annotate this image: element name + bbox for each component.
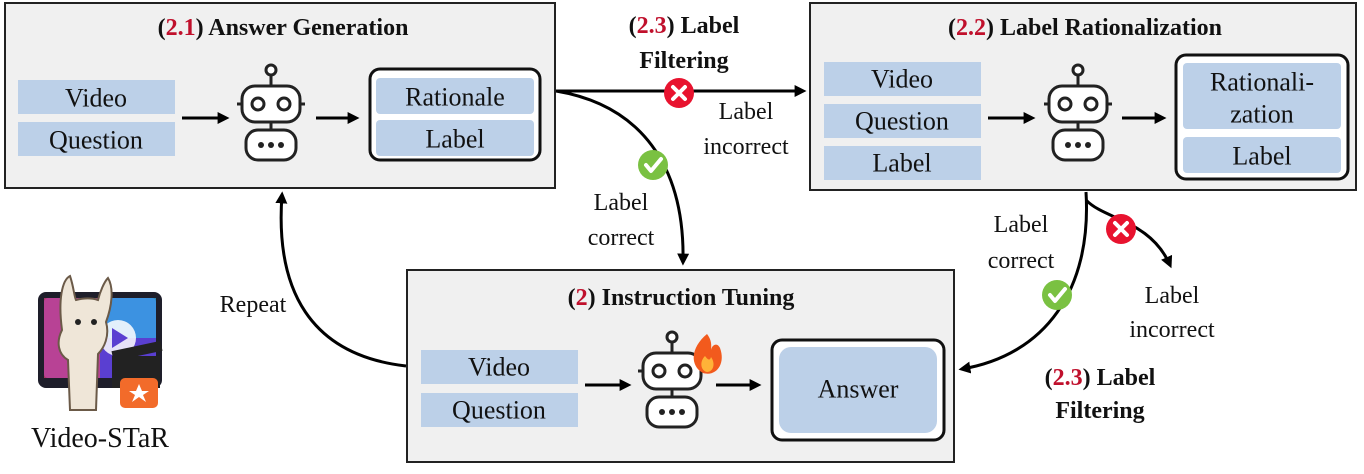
- input-chip-video-label: Video: [468, 353, 530, 382]
- label-incorrect-line2: incorrect: [703, 134, 789, 160]
- output-chip-rationalization: [1183, 63, 1341, 129]
- instruction-tuning-title: (2) Instruction Tuning: [568, 285, 795, 311]
- label-correct-line2: correct: [988, 248, 1055, 274]
- label-rationalization-panel: (2.2) Label Rationalization Video Questi…: [809, 2, 1357, 191]
- instruction-tuning-panel: (2) Instruction Tuning Video Question An…: [406, 269, 955, 463]
- label-filtering-top-title-line1: (2.3) Label: [629, 13, 740, 39]
- input-chip-video-label: Video: [871, 65, 933, 94]
- input-chip-label: [824, 146, 981, 180]
- output-chip-label: [376, 120, 534, 156]
- arrow-correct-to-tuning: [555, 89, 690, 266]
- label-incorrect-line1: Label: [719, 99, 774, 125]
- arrow-correct-to-tuning: [958, 191, 1089, 374]
- label-filtering-top: (2.3) Label Filtering Label incorrect La…: [555, 13, 807, 266]
- input-chip-video: [421, 350, 578, 384]
- input-chip-video-label: Video: [65, 84, 127, 113]
- output-chip-rationale: [376, 78, 534, 114]
- input-chip-question: [421, 393, 578, 427]
- label-incorrect-line1: Label: [1145, 283, 1200, 309]
- label-filtering-right-title-line1: (2.3) Label: [1045, 365, 1156, 391]
- output-chip-label-label: Label: [425, 125, 484, 154]
- answer-generation-panel: (2.1) Answer Generation Video Question R…: [4, 2, 556, 189]
- logo-caption: Video-STaR: [31, 423, 169, 454]
- flame-icon: [693, 334, 722, 374]
- label-incorrect-line2: incorrect: [1129, 317, 1215, 343]
- input-chip-question-label: Question: [855, 107, 949, 136]
- input-chip-question: [824, 104, 981, 138]
- output-chip-answer-label: Answer: [818, 375, 899, 404]
- output-chip-label: [1183, 137, 1341, 173]
- output-chip-rationalization-line2: zation: [1230, 100, 1294, 129]
- output-chip-rationalization-line1: Rationali-: [1210, 68, 1314, 97]
- repeat-label: Repeat: [220, 292, 287, 318]
- video-star-logo: Video-STaR: [31, 274, 169, 454]
- cross-icon: [1104, 212, 1138, 246]
- cross-icon: [662, 76, 696, 110]
- label-correct-line1: Label: [594, 190, 649, 216]
- label-filtering-right-title-line2: Filtering: [1055, 398, 1144, 424]
- input-chip-video: [18, 80, 175, 114]
- label-correct-line1: Label: [994, 212, 1049, 238]
- label-rationalization-title: (2.2) Label Rationalization: [948, 15, 1222, 41]
- label-correct-line2: correct: [588, 225, 655, 251]
- input-chip-label-label: Label: [872, 149, 931, 178]
- input-chip-video: [824, 62, 981, 96]
- label-filtering-right: Label correct Label incorrect (2.3) Labe…: [958, 191, 1215, 424]
- input-chip-question-label: Question: [49, 126, 143, 155]
- input-chip-question: [18, 122, 175, 156]
- repeat-loop: Repeat: [220, 191, 407, 368]
- input-chip-question-label: Question: [452, 396, 546, 425]
- answer-generation-title: (2.1) Answer Generation: [158, 15, 409, 41]
- arrow-repeat: [275, 191, 407, 368]
- output-chip-answer: [779, 347, 937, 433]
- llama-icon: [57, 274, 113, 411]
- check-icon: [636, 148, 670, 182]
- output-chip-rationale-label: Rationale: [405, 83, 505, 112]
- output-chip-label-label: Label: [1232, 142, 1291, 171]
- label-filtering-top-title-line2: Filtering: [639, 48, 728, 74]
- check-icon: [1040, 278, 1074, 312]
